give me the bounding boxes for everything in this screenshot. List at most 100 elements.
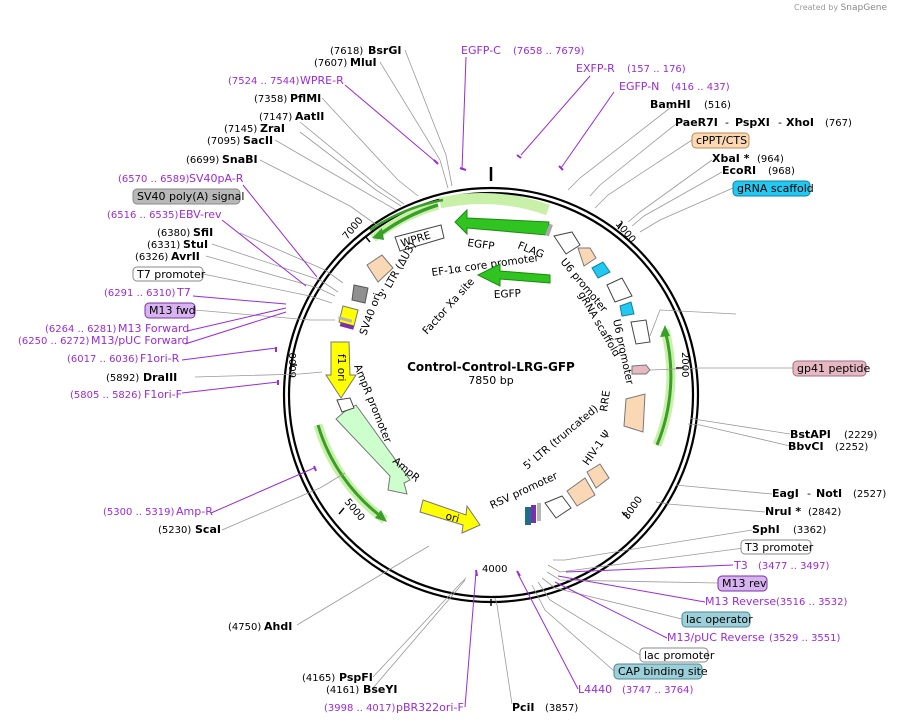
leader-lines	[194, 49, 793, 705]
primer-m13-forward: M13 Forward	[118, 322, 189, 335]
primer-pos-exfp-r: (157 .. 176)	[627, 64, 686, 75]
enzyme-pos-pcii: (3857)	[545, 703, 578, 714]
enzyme-paer7i: PaeR7I	[675, 116, 718, 129]
ltr3-box	[366, 254, 394, 283]
primer-t3: T3	[733, 559, 748, 572]
primer-pos-f1ori-f: (5805 .. 5826)	[70, 390, 142, 401]
primer-pbr322ori-f: pBR322ori-F	[396, 701, 464, 714]
m13-mark-1	[339, 322, 355, 330]
primer-egfp-c: EGFP-C	[461, 44, 501, 57]
m13-mark-2	[337, 316, 353, 323]
enzyme-pos-sphi: (3362)	[793, 525, 826, 536]
plasmid-name: Control-Control-LRG-GFP	[407, 360, 575, 374]
enzyme-nrui: NruI *	[765, 505, 801, 518]
primer-exfp-r: EXFP-R	[576, 62, 615, 75]
factorxa-label: Factor Xa site	[420, 276, 477, 337]
gp41-box	[631, 364, 651, 375]
rre-label: RRE	[598, 390, 613, 413]
enzyme-pos-mlui: (7607)	[314, 58, 347, 69]
primer-pos-m13-reverse: (3516 .. 3532)	[776, 597, 848, 608]
tick-label-2000: 2000	[679, 352, 690, 377]
enzyme-labels-left: (7618) BsrGI (7607) MluI (7358) PflMI (7…	[106, 44, 578, 714]
primer-pos-l4440: (3747 .. 3764)	[622, 685, 694, 696]
m13rev-text: M13 rev	[722, 577, 767, 590]
enzyme-pos-pflmi: (7358)	[254, 94, 287, 105]
egfp-outer-arrow	[454, 208, 550, 236]
primer-sv40pa-r: SV40pA-R	[189, 172, 244, 185]
enzyme-eagi: EagI	[772, 487, 799, 500]
enzyme-bseyi: BseYI	[363, 683, 397, 696]
enzyme-pos-snabi: (6699)	[186, 155, 219, 166]
plasmid-size: 7850 bp	[468, 374, 513, 387]
grna-box-label	[732, 180, 811, 197]
brand-prefix: Created by	[794, 3, 839, 12]
enzyme-pos-draiii: (5892)	[106, 373, 139, 384]
enzyme-bbvci: BbvCI	[788, 440, 824, 453]
rsv-box	[544, 495, 572, 519]
orf-arrowhead-1	[372, 228, 384, 240]
primer-m13puc-forward: M13/pUC Forward	[91, 334, 189, 347]
primer-wpre-r: WPRE-R	[300, 74, 344, 87]
backbone-inner	[287, 191, 695, 599]
primer-pos-egfp-c: (7658 .. 7679)	[513, 46, 585, 57]
svg-text:-: -	[725, 116, 729, 129]
primer-pos-sv40pa-r: (6570 .. 6589)	[118, 174, 190, 185]
enzyme-sfii: SfiI	[193, 226, 213, 239]
egfp-outer-halo	[438, 192, 550, 216]
egfp-outer-label: EGFP	[467, 237, 496, 253]
enzyme-snabi: SnaBI	[222, 153, 258, 166]
f1ori-label: f1 ori	[335, 354, 347, 381]
primer-l4440: L4440	[578, 683, 612, 696]
primer-pos-amp-r: (5300 .. 5319)	[103, 507, 175, 518]
primer-pos-m13puc-reverse: (3529 .. 3551)	[769, 633, 841, 644]
svg-text:-: -	[778, 116, 782, 129]
enzyme-pos-scai: (5230)	[158, 525, 191, 536]
cap-text: CAP binding site	[618, 665, 708, 678]
orf-line-2	[655, 329, 673, 446]
t3promoter-box-label	[740, 539, 812, 555]
enzyme-pos-ecori: (968)	[768, 166, 795, 177]
enzyme-pspxi: PspXI	[735, 116, 770, 129]
enzyme-ecori: EcoRI	[722, 164, 756, 177]
ampr-arrow	[335, 404, 411, 495]
flag-mark	[545, 223, 553, 237]
enzyme-draiii: DraIII	[143, 371, 177, 384]
primer-pos-pbr322ori-f: (3998 .. 4017)	[324, 703, 396, 714]
enzyme-pos-bamhi: (516)	[704, 100, 731, 111]
sv40polya-text: SV40 poly(A) signal	[137, 190, 244, 203]
enzyme-pos-ahdi: (4750)	[228, 622, 261, 633]
enzyme-avrii: AvrII	[171, 250, 200, 263]
primer-m13puc-reverse: M13/pUC Reverse	[667, 631, 765, 644]
cppt-box	[577, 247, 597, 267]
egfp-inner-arrow	[476, 263, 551, 287]
ori-arrow	[419, 499, 481, 534]
primer-egfp-n: EGFP-N	[619, 80, 659, 93]
ef1a-box	[553, 231, 581, 255]
enzyme-pos-aatii: (7147)	[259, 112, 292, 123]
lac-mark-2	[531, 505, 536, 523]
lac-mark-3	[537, 503, 541, 521]
enzyme-stui: StuI	[183, 238, 208, 251]
enzyme-xhoi: XhoI	[786, 116, 814, 129]
ltr5-box	[566, 477, 596, 507]
lac-mark-1	[525, 507, 531, 525]
enzyme-pos-xhoi: (767)	[825, 118, 852, 129]
enzyme-bsrgi: BsrGI	[368, 44, 401, 57]
primer-pos-t7: (6291 .. 6310)	[104, 288, 176, 299]
enzyme-pos-noti: (2527)	[853, 489, 886, 500]
sv40polya-mark	[351, 284, 369, 304]
enzyme-pos-bbvci: (2252)	[835, 442, 868, 453]
primer-m13-reverse: M13 Reverse	[705, 595, 776, 608]
primer-t7: T7	[176, 286, 191, 299]
primer-pos-m13puc-forward: (6250 .. 6272)	[18, 336, 90, 347]
enzyme-pos-sacii: (7095)	[207, 136, 240, 147]
enzyme-pspfi: PspFI	[339, 671, 373, 684]
enzyme-pos-zrai: (7145)	[224, 124, 257, 135]
enzyme-xbai: XbaI *	[712, 152, 750, 165]
tick-label-4000: 4000	[482, 564, 507, 575]
primer-amp-r: Amp-R	[176, 505, 213, 518]
primer-pos-t3: (3477 .. 3497)	[758, 561, 830, 572]
tick-label-7000: 7000	[341, 215, 366, 242]
primer-labels: EGFP-C (7658 .. 7679) EXFP-R (157 .. 176…	[18, 44, 848, 714]
brand-name: SnapGene	[840, 3, 887, 13]
